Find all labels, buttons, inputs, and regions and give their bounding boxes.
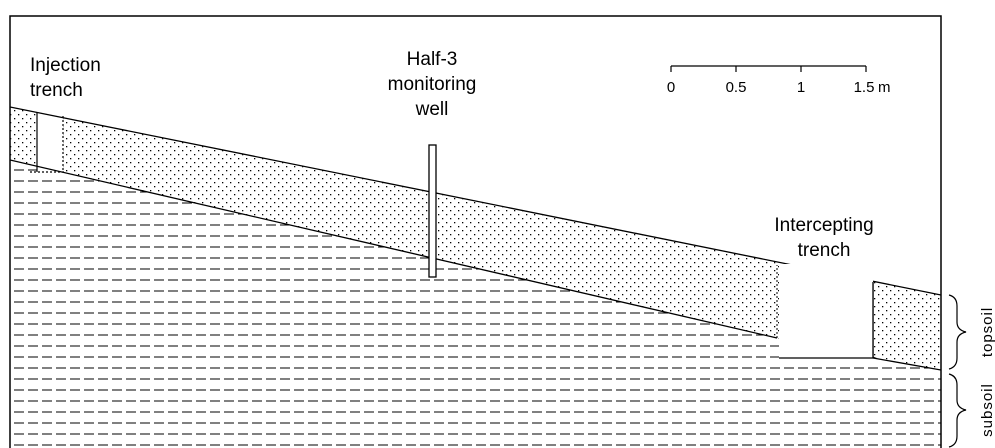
scale-tick-1-5: 1.5 [854, 79, 875, 96]
subsoil-layer [10, 160, 941, 448]
injection-trench-label-2: trench [30, 80, 83, 101]
topsoil-label: topsoil [979, 307, 995, 357]
scale-unit: m [878, 79, 891, 96]
intercepting-trench-label-1: Intercepting [774, 215, 873, 236]
subsoil-brace [948, 373, 967, 448]
monitoring-well-label-2: monitoring [388, 74, 477, 95]
scale-tick-1: 1 [797, 79, 805, 96]
scale-tick-0-5: 0.5 [726, 79, 747, 96]
injection-trench-label-1: Injection [30, 55, 101, 76]
topsoil-subsoil-boundary [10, 159, 778, 339]
injection-trench [37, 112, 63, 172]
scale-tick-0: 0 [667, 79, 675, 96]
ground-surface-line [10, 106, 941, 296]
monitoring-well [428, 144, 437, 278]
topsoil-layer [10, 107, 941, 370]
monitoring-well-label-3: well [415, 99, 449, 120]
scale-bar: 0 0.5 1 1.5 m [667, 65, 891, 96]
diagram-frame [9, 15, 942, 448]
monitoring-well-label-1: Half-3 [407, 49, 458, 70]
topsoil-brace [948, 294, 967, 370]
subsoil-label: subsoil [979, 383, 995, 437]
intercepting-trench [779, 264, 873, 358]
intercepting-trench-label-2: trench [798, 240, 851, 261]
